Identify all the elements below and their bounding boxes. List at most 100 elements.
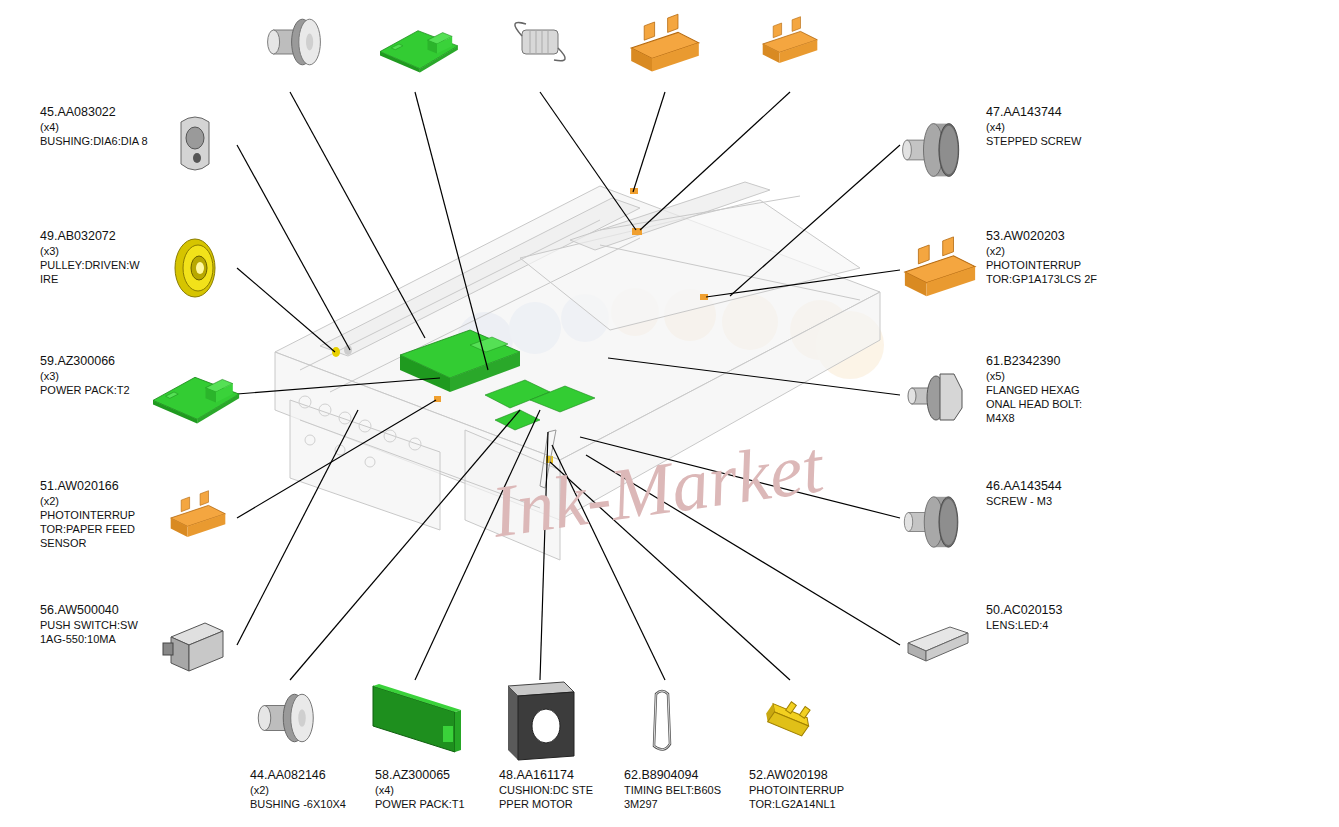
leader-lines: [415, 92, 488, 370]
power-pack-icon: [455, 710, 461, 752]
cushion-icon: [508, 686, 518, 760]
bushing-icon: [268, 19, 321, 65]
quantity-label: (x5): [986, 369, 1104, 383]
callout-number: 44.AA082146: [250, 767, 368, 783]
power-pack-icon: [153, 377, 239, 423]
power-pack-icon: [373, 684, 461, 752]
power-pack-icon: [373, 684, 461, 712]
quantity-label: (x3): [40, 369, 158, 383]
callout-group: 51.AW020166(x2)PHOTOINTERRUP TOR:PAPER F…: [40, 478, 158, 550]
pulley-icon: [191, 256, 207, 280]
callout-number: 62.B8904094: [624, 767, 742, 783]
power-pack-icon: [153, 377, 239, 423]
callout-number: 61.B2342390: [986, 353, 1104, 369]
callout-group: 58.AZ300065(x4)POWER PACK:T1: [375, 767, 493, 811]
part-description: TIMING BELT:B60S 3M297: [624, 783, 742, 811]
bushing-icon: [181, 117, 209, 170]
part-description: PHOTOINTERRUP TOR:LG2A14NL1: [749, 783, 867, 811]
belt-icon: [654, 691, 670, 750]
part-description: PHOTOINTERRUP TOR:PAPER FEED SENSOR: [40, 508, 158, 550]
part-description: BUSHING -6X10X4: [250, 797, 368, 811]
assembly-frame: [330, 238, 640, 392]
callout-group: 56.AW500040PUSH SWITCH:SW 1AG-550:10MA: [40, 602, 158, 646]
callout-number: 53.AW020203: [986, 228, 1104, 244]
assembly-frame: [600, 196, 800, 230]
assembly-boards: [400, 355, 450, 392]
assembly-boards: [470, 337, 508, 352]
power-pack-icon: [380, 31, 458, 73]
assembly-holes: [365, 457, 375, 467]
sensor-icon: [171, 491, 226, 537]
callout-number: 49.AB032072: [40, 228, 158, 244]
leader-lines: [237, 400, 436, 518]
leader-lines: [237, 92, 900, 680]
bolt-icon: [908, 388, 916, 404]
callout-group: 62.B8904094TIMING BELT:B60S 3M297: [624, 767, 742, 811]
assembly-holes: [305, 435, 315, 445]
assembly-boards: [530, 386, 595, 412]
assembly-frame: [570, 182, 770, 250]
callout-group: 52.AW020198PHOTOINTERRUP TOR:LG2A14NL1: [749, 767, 867, 811]
quantity-label: (x4): [40, 120, 158, 134]
assembly-holes: [335, 445, 345, 455]
leader-lines: [290, 92, 425, 338]
sensor-icon: [631, 14, 699, 71]
part-description: PHOTOINTERRUP TOR:GP1A173LCS 2F: [986, 258, 1104, 286]
part-description: PUSH SWITCH:SW 1AG-550:10MA: [40, 618, 158, 646]
assembly-small-parts: [332, 347, 340, 357]
callout-group: 48.AA161174CUSHION:DC STE PPER MOTOR: [499, 767, 617, 811]
quantity-label: (x4): [986, 120, 1104, 134]
callout-number: 50.AC020153: [986, 602, 1104, 618]
leader-lines: [633, 92, 665, 192]
callout-group: 59.AZ300066(x3)POWER PACK:T2: [40, 353, 158, 397]
callout-group: 44.AA082146(x2)BUSHING -6X10X4: [250, 767, 368, 811]
bushing-icon: [186, 127, 204, 149]
leader-lines: [237, 145, 350, 350]
cushion-icon: [508, 682, 574, 760]
spring-icon: [522, 30, 558, 54]
callout-group: 50.AC020153LENS:LED:4: [986, 602, 1104, 632]
callout-group: 49.AB032072(x3)PULLEY:DRIVEN:W IRE: [40, 228, 158, 286]
sensor-icon: [631, 14, 699, 71]
spring-icon: [515, 23, 565, 61]
assembly-holes: [319, 404, 331, 416]
sensor-icon: [171, 491, 226, 537]
callout-number: 51.AW020166: [40, 478, 158, 494]
assembly-boards: [400, 330, 595, 430]
leader-lines: [608, 358, 900, 395]
power-pack-icon: [380, 31, 458, 73]
belt-icon: [654, 691, 670, 750]
screw-icon: [904, 497, 958, 547]
callout-number: 52.AW020198: [749, 767, 867, 783]
callout-number: 56.AW500040: [40, 602, 158, 618]
assembly-frame: [600, 245, 860, 300]
assembly-holes: [339, 412, 351, 424]
screw-icon: [904, 497, 958, 547]
switch-icon: [163, 643, 173, 655]
sensor-icon: [763, 691, 817, 743]
spring-icon: [530, 30, 548, 54]
power-pack-icon: [443, 726, 453, 742]
callout-group: 61.B2342390(x5)FLANGED HEXAG ONAL HEAD B…: [986, 353, 1104, 425]
lens-icon: [908, 643, 926, 661]
callout-number: 48.AA161174: [499, 767, 617, 783]
part-description: STEPPED SCREW: [986, 134, 1104, 148]
lens-icon: [908, 627, 968, 661]
assembly-holes: [409, 438, 421, 450]
callout-number: 46.AA143544: [986, 478, 1104, 494]
callout-number: 47.AA143744: [986, 104, 1104, 120]
callout-group: 53.AW020203(x2)PHOTOINTERRUP TOR:GP1A173…: [986, 228, 1104, 286]
assembly-holes: [299, 396, 421, 467]
bolt-icon: [940, 374, 962, 420]
bushing-icon: [193, 153, 201, 163]
leader-lines: [237, 410, 358, 645]
bolt-icon: [908, 374, 962, 420]
lens-icon: [926, 633, 968, 661]
assembly-holes: [359, 420, 371, 432]
part-description: CUSHION:DC STE PPER MOTOR: [499, 783, 617, 811]
leader-lines: [706, 270, 900, 297]
callout-group: 46.AA143544SCREW - M3: [986, 478, 1104, 508]
assembly-small-parts: [332, 188, 708, 488]
